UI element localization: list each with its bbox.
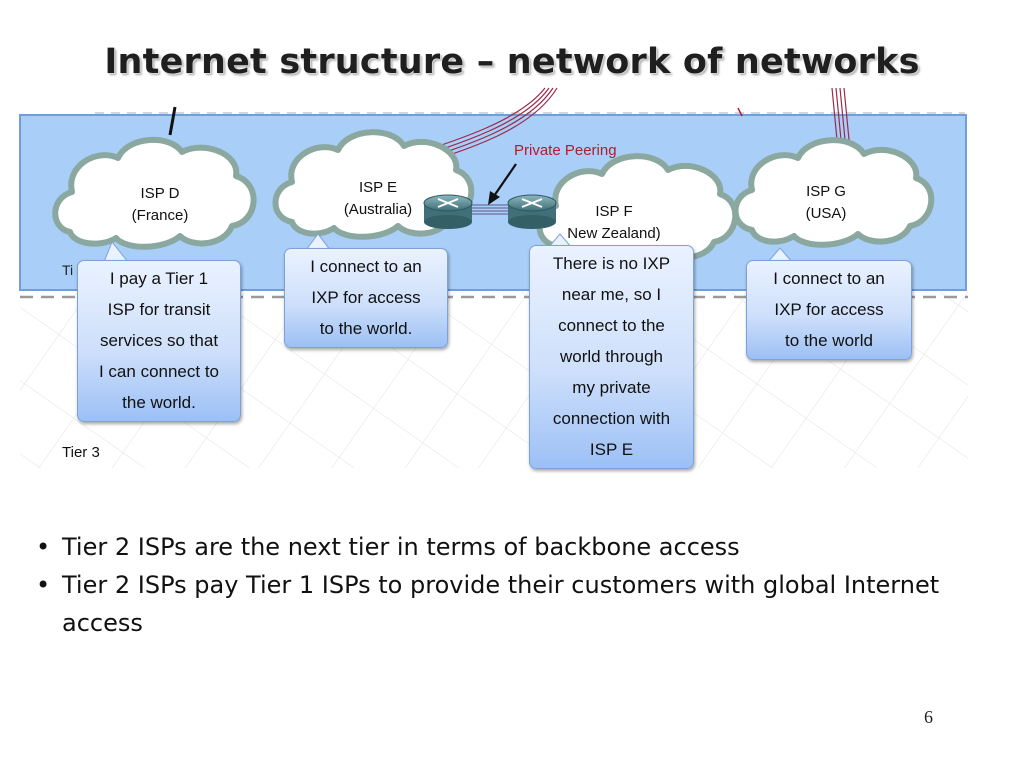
tier-top-label: Ti — [62, 262, 74, 278]
tier3-label: Tier 3 — [62, 444, 100, 461]
private-peering-arrow — [488, 163, 517, 205]
bullet-text: Tier 2 ISPs are the next tier in terms o… — [62, 533, 740, 561]
router-icon — [507, 194, 557, 229]
bullet-text: Tier 2 ISPs pay Tier 1 ISPs to provide t… — [62, 571, 940, 637]
cloud-label-isp-f: ISP F New Zealand) — [567, 203, 661, 242]
bullet-icon: • — [36, 571, 51, 599]
speech-bubble-isp-g: I connect to an IXP for access to the wo… — [746, 260, 912, 360]
faint-red-mark — [737, 107, 743, 117]
speech-bubble-isp-f: There is no IXP near me, so I connect to… — [529, 245, 694, 469]
router-icon — [423, 194, 473, 229]
private-peering-label: Private Peering — [514, 142, 617, 159]
bullet-item: • Tier 2 ISPs are the next tier in terms … — [30, 528, 990, 566]
cloud-isp-e — [272, 129, 475, 240]
bullet-icon: • — [36, 533, 51, 561]
speech-bubble-isp-d: I pay a Tier 1 ISP for transit services … — [77, 260, 241, 422]
page-number: 6 — [924, 707, 933, 727]
bullet-list: • Tier 2 ISPs are the next tier in terms … — [30, 528, 990, 642]
speech-bubble-isp-e: I connect to an IXP for access to the wo… — [284, 248, 448, 348]
cloud-isp-g — [732, 137, 935, 248]
slide-title: Internet structure – network of networks — [104, 42, 920, 82]
isp-d-uplink — [168, 106, 177, 136]
cloud-isp-d — [52, 137, 257, 250]
cloud-label-isp-d: ISP D (France) — [131, 185, 189, 224]
bullet-item: • Tier 2 ISPs pay Tier 1 ISPs to provide … — [30, 566, 990, 642]
cloud-label-isp-e: ISP E (Australia) — [343, 179, 413, 218]
cloud-label-isp-g: ISP G (USA) — [805, 183, 847, 222]
private-peering-link — [470, 204, 515, 215]
